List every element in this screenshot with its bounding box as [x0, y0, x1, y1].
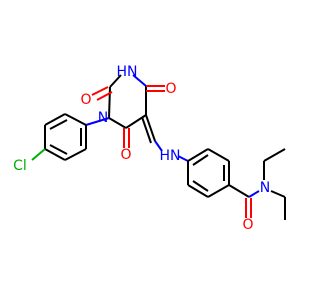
bond-ar2-e: [187, 184, 209, 198]
bond-c2-nh: [109, 74, 122, 88]
bond-nh-c4: [132, 74, 147, 87]
bond-n-ethyl-down-1: [270, 190, 286, 198]
bond-c5-ch-double: [141, 116, 152, 144]
bond-c2-o-a: [91, 86, 109, 96]
bond-ar2-d1: [192, 154, 209, 166]
bond-n1-c2: [108, 86, 111, 119]
bond-ch-nh: [154, 140, 163, 152]
bond-c5-ch: [145, 114, 156, 142]
bond-c2-o-b: [96, 91, 113, 101]
bond-ar1-a: [64, 113, 87, 126]
atom-n-amide-label: N: [260, 180, 270, 196]
atom-cl-label: Cl: [13, 158, 27, 174]
bond-ar1-cl: [31, 148, 46, 161]
bond-ar1-b: [44, 113, 66, 126]
atom-nh-link-label: HN: [160, 148, 181, 164]
atom-o-bottom-label: O: [120, 147, 131, 163]
bond-n-ethyl-up-2: [263, 148, 286, 162]
bond-carbonyl-n: [248, 190, 260, 198]
bond-ar1-d1: [49, 119, 68, 130]
bond-ar1-e: [64, 148, 87, 161]
atom-o-amide-label: O: [242, 217, 253, 233]
bond-ar1-d2: [49, 144, 68, 155]
atom-o-right-label: O: [165, 81, 176, 97]
bond-ar1-d: [44, 148, 66, 161]
bond-c6-n1: [108, 117, 127, 129]
bond-ar2-d3: [192, 180, 209, 192]
atom-nh-top-label: HN: [117, 64, 138, 80]
bonds: [31, 74, 286, 220]
atom-labels: O HN O N O Cl HN N O: [13, 64, 270, 233]
bond-ar2-carbonyl: [228, 184, 250, 198]
bond-ar2-a: [187, 148, 209, 162]
atom-o-top-label: O: [80, 92, 91, 108]
bond-n1-ar1: [85, 117, 110, 126]
molecule-diagram: O HN O N O Cl HN N O: [13, 64, 286, 233]
bond-nh-ar2: [177, 155, 189, 162]
bond-ar2-d: [207, 184, 230, 198]
bond-ar2-b: [207, 148, 230, 162]
atom-n-ring-label: N: [98, 110, 108, 126]
